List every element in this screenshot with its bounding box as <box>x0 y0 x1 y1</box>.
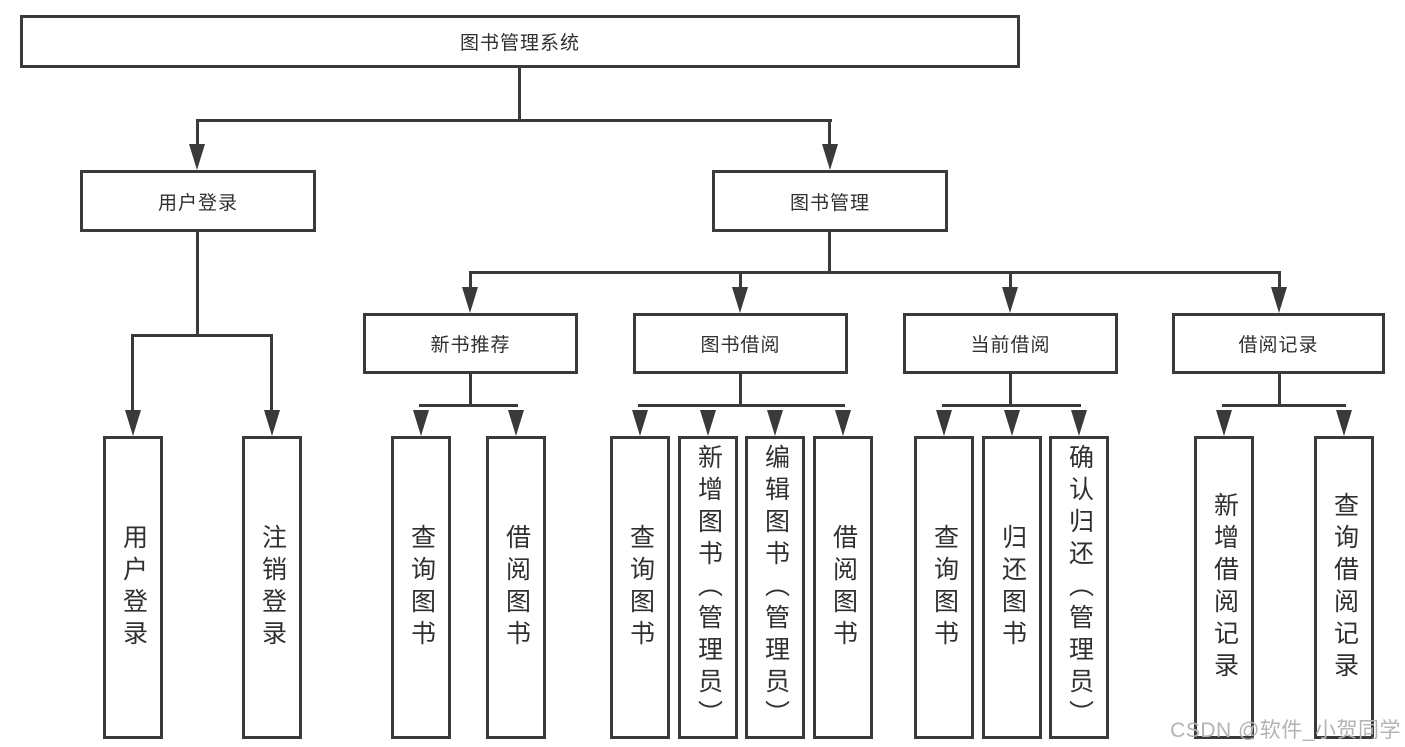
connector-line <box>739 271 742 292</box>
node-user-login: 用户登录 <box>80 170 316 232</box>
node-new-book-recommendation: 新书推荐 <box>363 313 578 374</box>
arrow-down <box>632 410 648 436</box>
arrow-down <box>508 410 524 436</box>
arrow-down <box>264 410 280 436</box>
leaf-borrow-books-borrowing: 借阅图书 <box>813 436 873 739</box>
leaf-borrow-books-recommend: 借阅图书 <box>486 436 546 739</box>
arrow-down <box>732 287 748 313</box>
connector-line <box>518 68 521 122</box>
leaf-return-book: 归还图书 <box>982 436 1042 739</box>
connector-line <box>638 404 845 407</box>
leaf-add-book-admin: 新增图书（管理员） <box>678 436 738 739</box>
connector-line <box>739 374 742 407</box>
connector-line <box>196 119 199 150</box>
arrow-down <box>1336 410 1352 436</box>
arrow-down <box>1216 410 1232 436</box>
connector-line <box>469 271 1281 274</box>
arrow-down <box>1271 287 1287 313</box>
leaf-logout: 注销登录 <box>242 436 302 739</box>
leaf-query-books-borrowing: 查询图书 <box>610 436 670 739</box>
leaf-edit-book-admin: 编辑图书（管理员） <box>745 436 805 739</box>
connector-line <box>469 271 472 292</box>
node-book-management: 图书管理 <box>712 170 948 232</box>
leaf-user-login: 用户登录 <box>103 436 163 739</box>
arrow-down <box>835 410 851 436</box>
connector-line <box>1278 271 1281 292</box>
arrow-down <box>462 287 478 313</box>
connector-line <box>828 119 831 150</box>
arrow-down <box>767 410 783 436</box>
connector-line <box>196 119 832 122</box>
connector-line <box>1009 374 1012 407</box>
arrow-down <box>936 410 952 436</box>
leaf-confirm-return-admin: 确认归还（管理员） <box>1049 436 1109 739</box>
arrow-down <box>822 144 838 170</box>
connector-line <box>1278 374 1281 407</box>
connector-line <box>469 374 472 407</box>
node-current-borrowing: 当前借阅 <box>903 313 1118 374</box>
arrow-down <box>413 410 429 436</box>
node-borrowing-records: 借阅记录 <box>1172 313 1385 374</box>
connector-line <box>1222 404 1346 407</box>
arrow-down <box>700 410 716 436</box>
connector-line <box>196 232 199 337</box>
leaf-query-books-recommend: 查询图书 <box>391 436 451 739</box>
leaf-query-borrow-record: 查询借阅记录 <box>1314 436 1374 739</box>
connector-line <box>270 334 273 414</box>
arrow-down <box>1071 410 1087 436</box>
arrow-down <box>1002 287 1018 313</box>
leaf-query-books-current: 查询图书 <box>914 436 974 739</box>
arrow-down <box>125 410 141 436</box>
node-book-borrowing: 图书借阅 <box>633 313 848 374</box>
connector-line <box>942 404 1081 407</box>
leaf-add-borrow-record: 新增借阅记录 <box>1194 436 1254 739</box>
connector-line <box>1009 271 1012 292</box>
arrow-down <box>189 144 205 170</box>
node-library-management-system: 图书管理系统 <box>20 15 1020 68</box>
connector-line <box>131 334 273 337</box>
connector-line <box>828 232 831 274</box>
connector-line <box>419 404 518 407</box>
arrow-down <box>1004 410 1020 436</box>
watermark: CSDN @软件_小贺同学 <box>1170 719 1401 742</box>
connector-line <box>131 334 134 414</box>
